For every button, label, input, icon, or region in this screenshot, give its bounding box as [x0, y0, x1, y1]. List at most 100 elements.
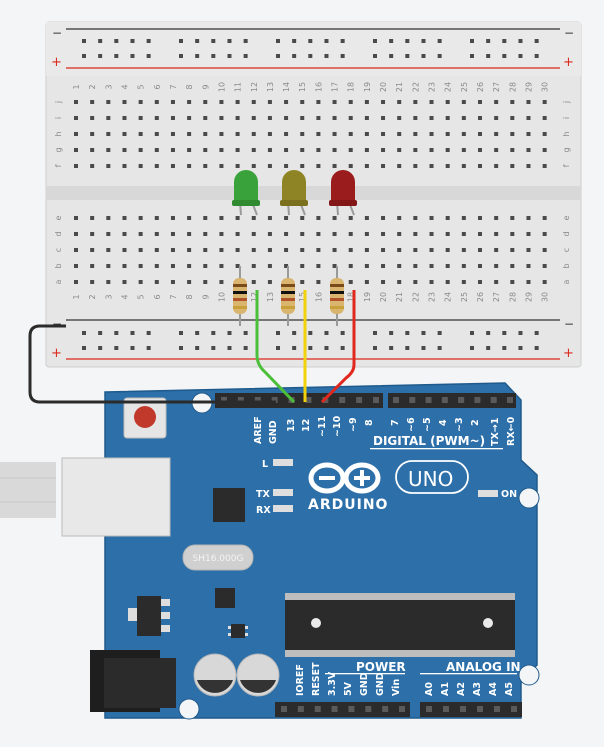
breadboard-hole[interactable] [284, 264, 289, 268]
breadboard-hole[interactable] [308, 54, 313, 58]
breadboard-hole[interactable] [429, 248, 434, 252]
breadboard-hole[interactable] [243, 39, 248, 43]
breadboard-hole[interactable] [461, 248, 466, 252]
breadboard-hole[interactable] [332, 132, 337, 136]
header-pin[interactable] [477, 706, 483, 712]
breadboard-hole[interactable] [332, 264, 337, 268]
breadboard-hole[interactable] [461, 216, 466, 220]
breadboard-hole[interactable] [494, 248, 499, 252]
resistor-red[interactable] [330, 266, 344, 326]
breadboard-hole[interactable] [154, 216, 159, 220]
breadboard-hole[interactable] [470, 331, 474, 335]
breadboard-hole[interactable] [461, 232, 466, 236]
breadboard-hole[interactable] [82, 331, 86, 335]
red-led[interactable] [329, 170, 357, 216]
breadboard-hole[interactable] [267, 164, 272, 168]
breadboard-hole[interactable] [74, 164, 78, 168]
breadboard-hole[interactable] [195, 54, 200, 58]
breadboard-hole[interactable] [138, 264, 143, 268]
breadboard-hole[interactable] [219, 280, 224, 284]
header-pin[interactable] [425, 397, 432, 403]
breadboard-hole[interactable] [300, 132, 305, 136]
breadboard-hole[interactable] [235, 132, 240, 136]
breadboard-hole[interactable] [526, 280, 531, 284]
header-pin[interactable] [331, 706, 338, 712]
breadboard-hole[interactable] [219, 164, 224, 168]
breadboard-hole[interactable] [235, 148, 240, 152]
breadboard-hole[interactable] [114, 331, 119, 335]
breadboard-hole[interactable] [138, 116, 143, 120]
breadboard-hole[interactable] [445, 232, 450, 236]
breadboard-hole[interactable] [518, 39, 523, 43]
breadboard-hole[interactable] [203, 264, 208, 268]
breadboard-hole[interactable] [542, 164, 547, 168]
breadboard-hole[interactable] [316, 116, 321, 120]
breadboard-hole[interactable] [510, 280, 515, 284]
breadboard-hole[interactable] [494, 280, 499, 284]
breadboard-hole[interactable] [494, 232, 499, 236]
breadboard-hole[interactable] [478, 164, 482, 168]
breadboard-hole[interactable] [251, 216, 256, 220]
breadboard-hole[interactable] [445, 100, 450, 104]
breadboard-hole[interactable] [526, 100, 531, 104]
breadboard-hole[interactable] [413, 148, 418, 152]
breadboard-hole[interactable] [211, 39, 216, 43]
breadboard-hole[interactable] [502, 331, 507, 335]
breadboard-hole[interactable] [413, 164, 418, 168]
breadboard-hole[interactable] [187, 264, 192, 268]
breadboard-hole[interactable] [300, 264, 305, 268]
breadboard-hole[interactable] [227, 39, 232, 43]
breadboard-hole[interactable] [510, 232, 515, 236]
breadboard-hole[interactable] [340, 39, 345, 43]
breadboard-hole[interactable] [154, 232, 159, 236]
breadboard-hole[interactable] [203, 132, 208, 136]
breadboard-hole[interactable] [470, 39, 474, 43]
breadboard-hole[interactable] [534, 331, 539, 335]
breadboard-hole[interactable] [397, 216, 402, 220]
breadboard-hole[interactable] [74, 100, 78, 104]
breadboard-hole[interactable] [542, 264, 547, 268]
breadboard-hole[interactable] [187, 216, 192, 220]
breadboard-hole[interactable] [300, 232, 305, 236]
breadboard-hole[interactable] [122, 116, 127, 120]
breadboard-hole[interactable] [130, 39, 135, 43]
breadboard-hole[interactable] [90, 248, 95, 252]
breadboard-hole[interactable] [494, 148, 499, 152]
breadboard-hole[interactable] [542, 116, 547, 120]
resistor-green[interactable] [233, 266, 247, 326]
breadboard-hole[interactable] [122, 132, 127, 136]
wire-green[interactable] [255, 290, 296, 404]
breadboard-hole[interactable] [429, 264, 434, 268]
breadboard-hole[interactable] [445, 264, 450, 268]
breadboard-hole[interactable] [437, 331, 442, 335]
breadboard-hole[interactable] [518, 346, 523, 350]
breadboard-hole[interactable] [138, 164, 143, 168]
breadboard-hole[interactable] [138, 232, 143, 236]
breadboard-hole[interactable] [445, 132, 450, 136]
breadboard-hole[interactable] [130, 54, 135, 58]
breadboard-hole[interactable] [461, 148, 466, 152]
breadboard-hole[interactable] [348, 264, 353, 268]
breadboard-hole[interactable] [251, 164, 256, 168]
breadboard-hole[interactable] [397, 248, 402, 252]
breadboard-hole[interactable] [397, 100, 402, 104]
breadboard-hole[interactable] [381, 132, 386, 136]
breadboard-hole[interactable] [316, 216, 321, 220]
breadboard-hole[interactable] [526, 148, 531, 152]
breadboard-hole[interactable] [267, 232, 272, 236]
breadboard-hole[interactable] [413, 100, 418, 104]
breadboard-hole[interactable] [445, 280, 450, 284]
header-pin[interactable] [490, 397, 497, 403]
breadboard-hole[interactable] [348, 164, 353, 168]
breadboard-hole[interactable] [146, 331, 151, 335]
breadboard-hole[interactable] [243, 331, 248, 335]
breadboard-hole[interactable] [461, 164, 466, 168]
breadboard-hole[interactable] [364, 280, 369, 284]
header-pin[interactable] [494, 706, 500, 712]
breadboard-hole[interactable] [348, 232, 353, 236]
breadboard-hole[interactable] [461, 264, 466, 268]
breadboard-hole[interactable] [373, 346, 377, 350]
breadboard-hole[interactable] [227, 54, 232, 58]
breadboard-hole[interactable] [138, 280, 143, 284]
breadboard-hole[interactable] [542, 132, 547, 136]
